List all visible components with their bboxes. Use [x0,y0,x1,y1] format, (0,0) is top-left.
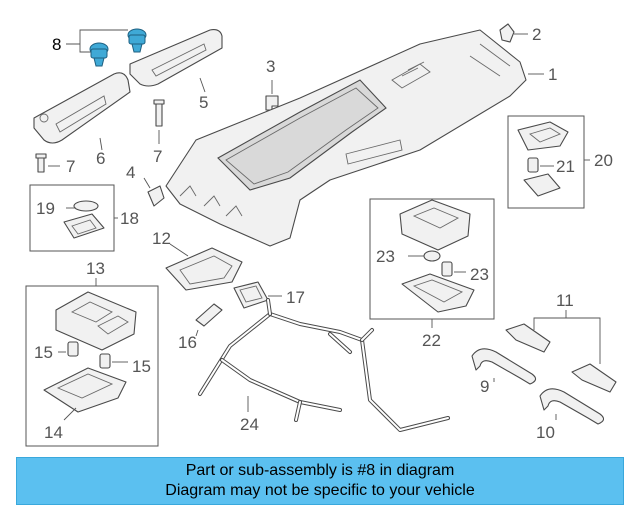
part-1-headliner[interactable]: 1 [165,29,557,247]
callout-22: 22 [422,331,441,350]
callout-21: 21 [556,157,575,176]
callout-20: 20 [594,151,613,170]
part-4-clip[interactable]: 4 [126,163,165,207]
callout-10: 10 [536,423,555,442]
callout-24: 24 [240,415,259,434]
part-7-screw-left[interactable]: 7 [35,153,75,176]
part-2-clip[interactable]: 2 [499,23,541,44]
part-12-console[interactable]: 12 [152,229,243,291]
part-3-bracket[interactable]: 3 [265,57,279,111]
callout-3: 3 [266,57,275,76]
banner-line-2: Diagram may not be specific to your vehi… [165,482,475,499]
callout-8: 8 [52,35,61,54]
callout-5: 5 [199,93,208,112]
part-10-grab-handle[interactable]: 10 [536,388,605,442]
part-9-grab-handle[interactable]: 9 [471,348,537,396]
part-22-map-lamp[interactable]: 23 23 22 [369,198,495,350]
callout-9: 9 [480,377,489,396]
banner-line-1: Part or sub-assembly is #8 in diagram [185,462,455,479]
callout-23b: 23 [470,265,489,284]
callout-23a: 23 [376,247,395,266]
exploded-parts-diagram: 8 5 6 7 7 3 4 [25,23,617,447]
part-18-lamp-assembly[interactable]: 19 18 [29,184,139,252]
part-6-sun-visor[interactable]: 6 [33,72,131,168]
part-5-sun-visor[interactable]: 5 [129,29,223,112]
part-20-reading-lamp[interactable]: 21 20 [507,115,613,209]
callout-15a: 15 [34,343,53,362]
callout-15b: 15 [132,357,151,376]
callout-7b: 7 [153,147,162,166]
part-7-screw-right[interactable]: 7 [153,99,165,166]
part-16-lens[interactable]: 16 [178,303,223,352]
callout-4: 4 [126,163,135,182]
part-13-overhead-console[interactable]: 13 15 15 14 [25,259,159,447]
callout-17: 17 [286,288,305,307]
callout-19: 19 [36,199,55,218]
callout-18: 18 [120,209,139,228]
callout-11: 11 [556,291,574,310]
callout-13: 13 [86,259,105,278]
callout-1: 1 [548,65,557,84]
callout-2: 2 [532,25,541,44]
part-24-wire-harness[interactable]: 24 [198,298,450,434]
callout-16: 16 [178,333,197,352]
callout-12: 12 [152,229,171,248]
callout-6: 6 [96,149,105,168]
info-banner: Part or sub-assembly is #8 in diagram Di… [16,457,624,505]
part-8-clips[interactable]: 8 [52,28,147,67]
part-11-bracket[interactable]: 11 [505,291,617,393]
callout-14: 14 [44,423,63,442]
callout-7a: 7 [66,157,75,176]
